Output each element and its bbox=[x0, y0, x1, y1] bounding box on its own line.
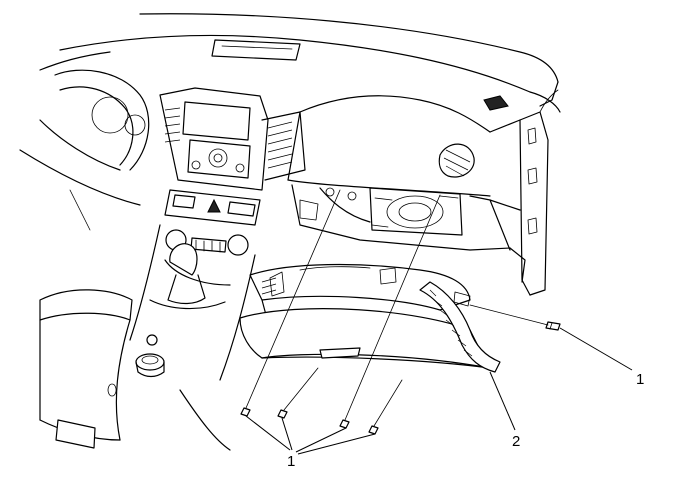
callout-2-glove-box: 2 bbox=[512, 433, 520, 450]
glove-box bbox=[239, 263, 501, 373]
center-stack bbox=[159, 87, 306, 256]
fastener-right bbox=[545, 321, 561, 331]
instrument-cluster bbox=[19, 69, 150, 231]
screw-4 bbox=[368, 425, 379, 435]
screw-1 bbox=[240, 407, 251, 417]
screw-3 bbox=[339, 419, 350, 429]
screw-2 bbox=[277, 409, 288, 419]
center-console bbox=[39, 224, 256, 451]
glove-box-opening bbox=[287, 95, 511, 251]
callout-leaders bbox=[245, 327, 633, 455]
callout-1-fastener: 1 bbox=[636, 371, 644, 388]
callout-1-screws: 1 bbox=[287, 453, 295, 470]
instrument-panel-right-end bbox=[489, 89, 559, 296]
instrument-panel-upper bbox=[39, 13, 561, 113]
installation-lines bbox=[245, 189, 549, 427]
